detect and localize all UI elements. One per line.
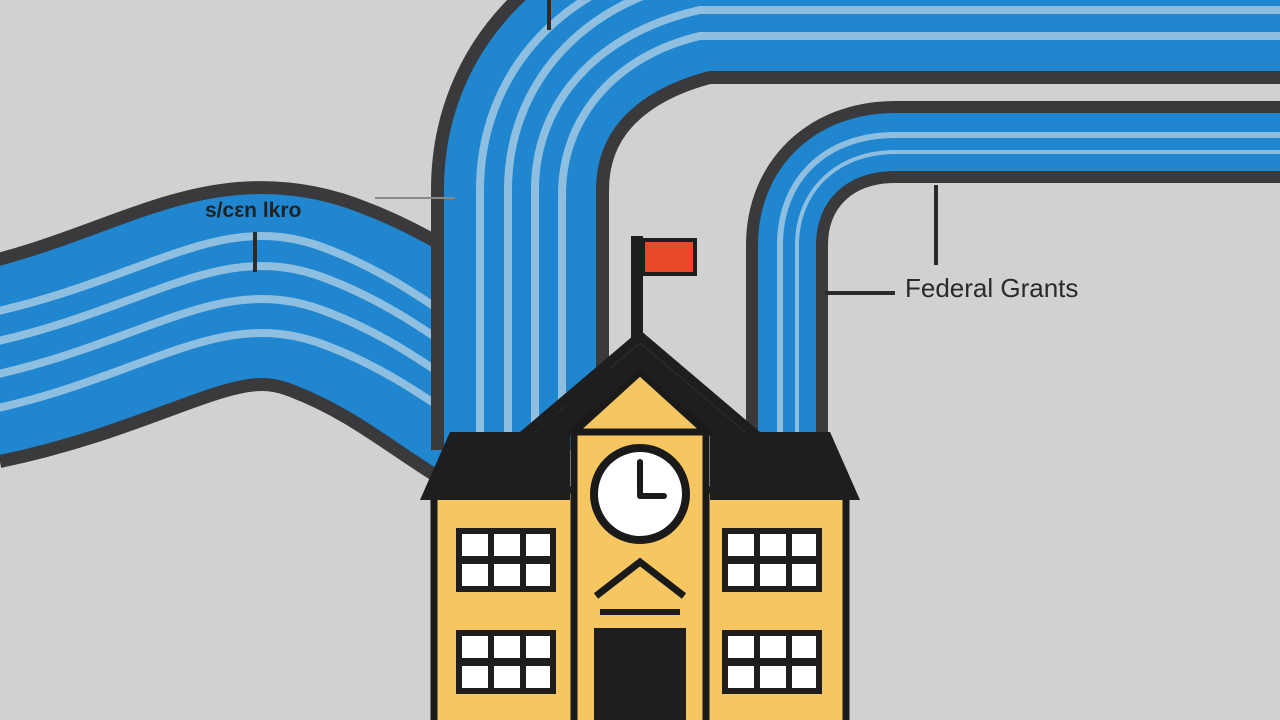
leader-lines — [253, 0, 938, 295]
left-stream-label: s/cεn lkro — [205, 199, 301, 222]
clock-icon — [590, 444, 690, 544]
window — [722, 630, 822, 694]
flag-icon — [631, 236, 697, 340]
window — [722, 528, 822, 592]
federal-grants-label: Federal Grants — [905, 273, 1078, 303]
right-funding-stream — [746, 101, 1280, 460]
school-building-icon — [420, 236, 860, 720]
window — [456, 528, 556, 592]
window — [456, 630, 556, 694]
top-funding-stream — [431, 0, 1280, 450]
door — [594, 628, 686, 720]
